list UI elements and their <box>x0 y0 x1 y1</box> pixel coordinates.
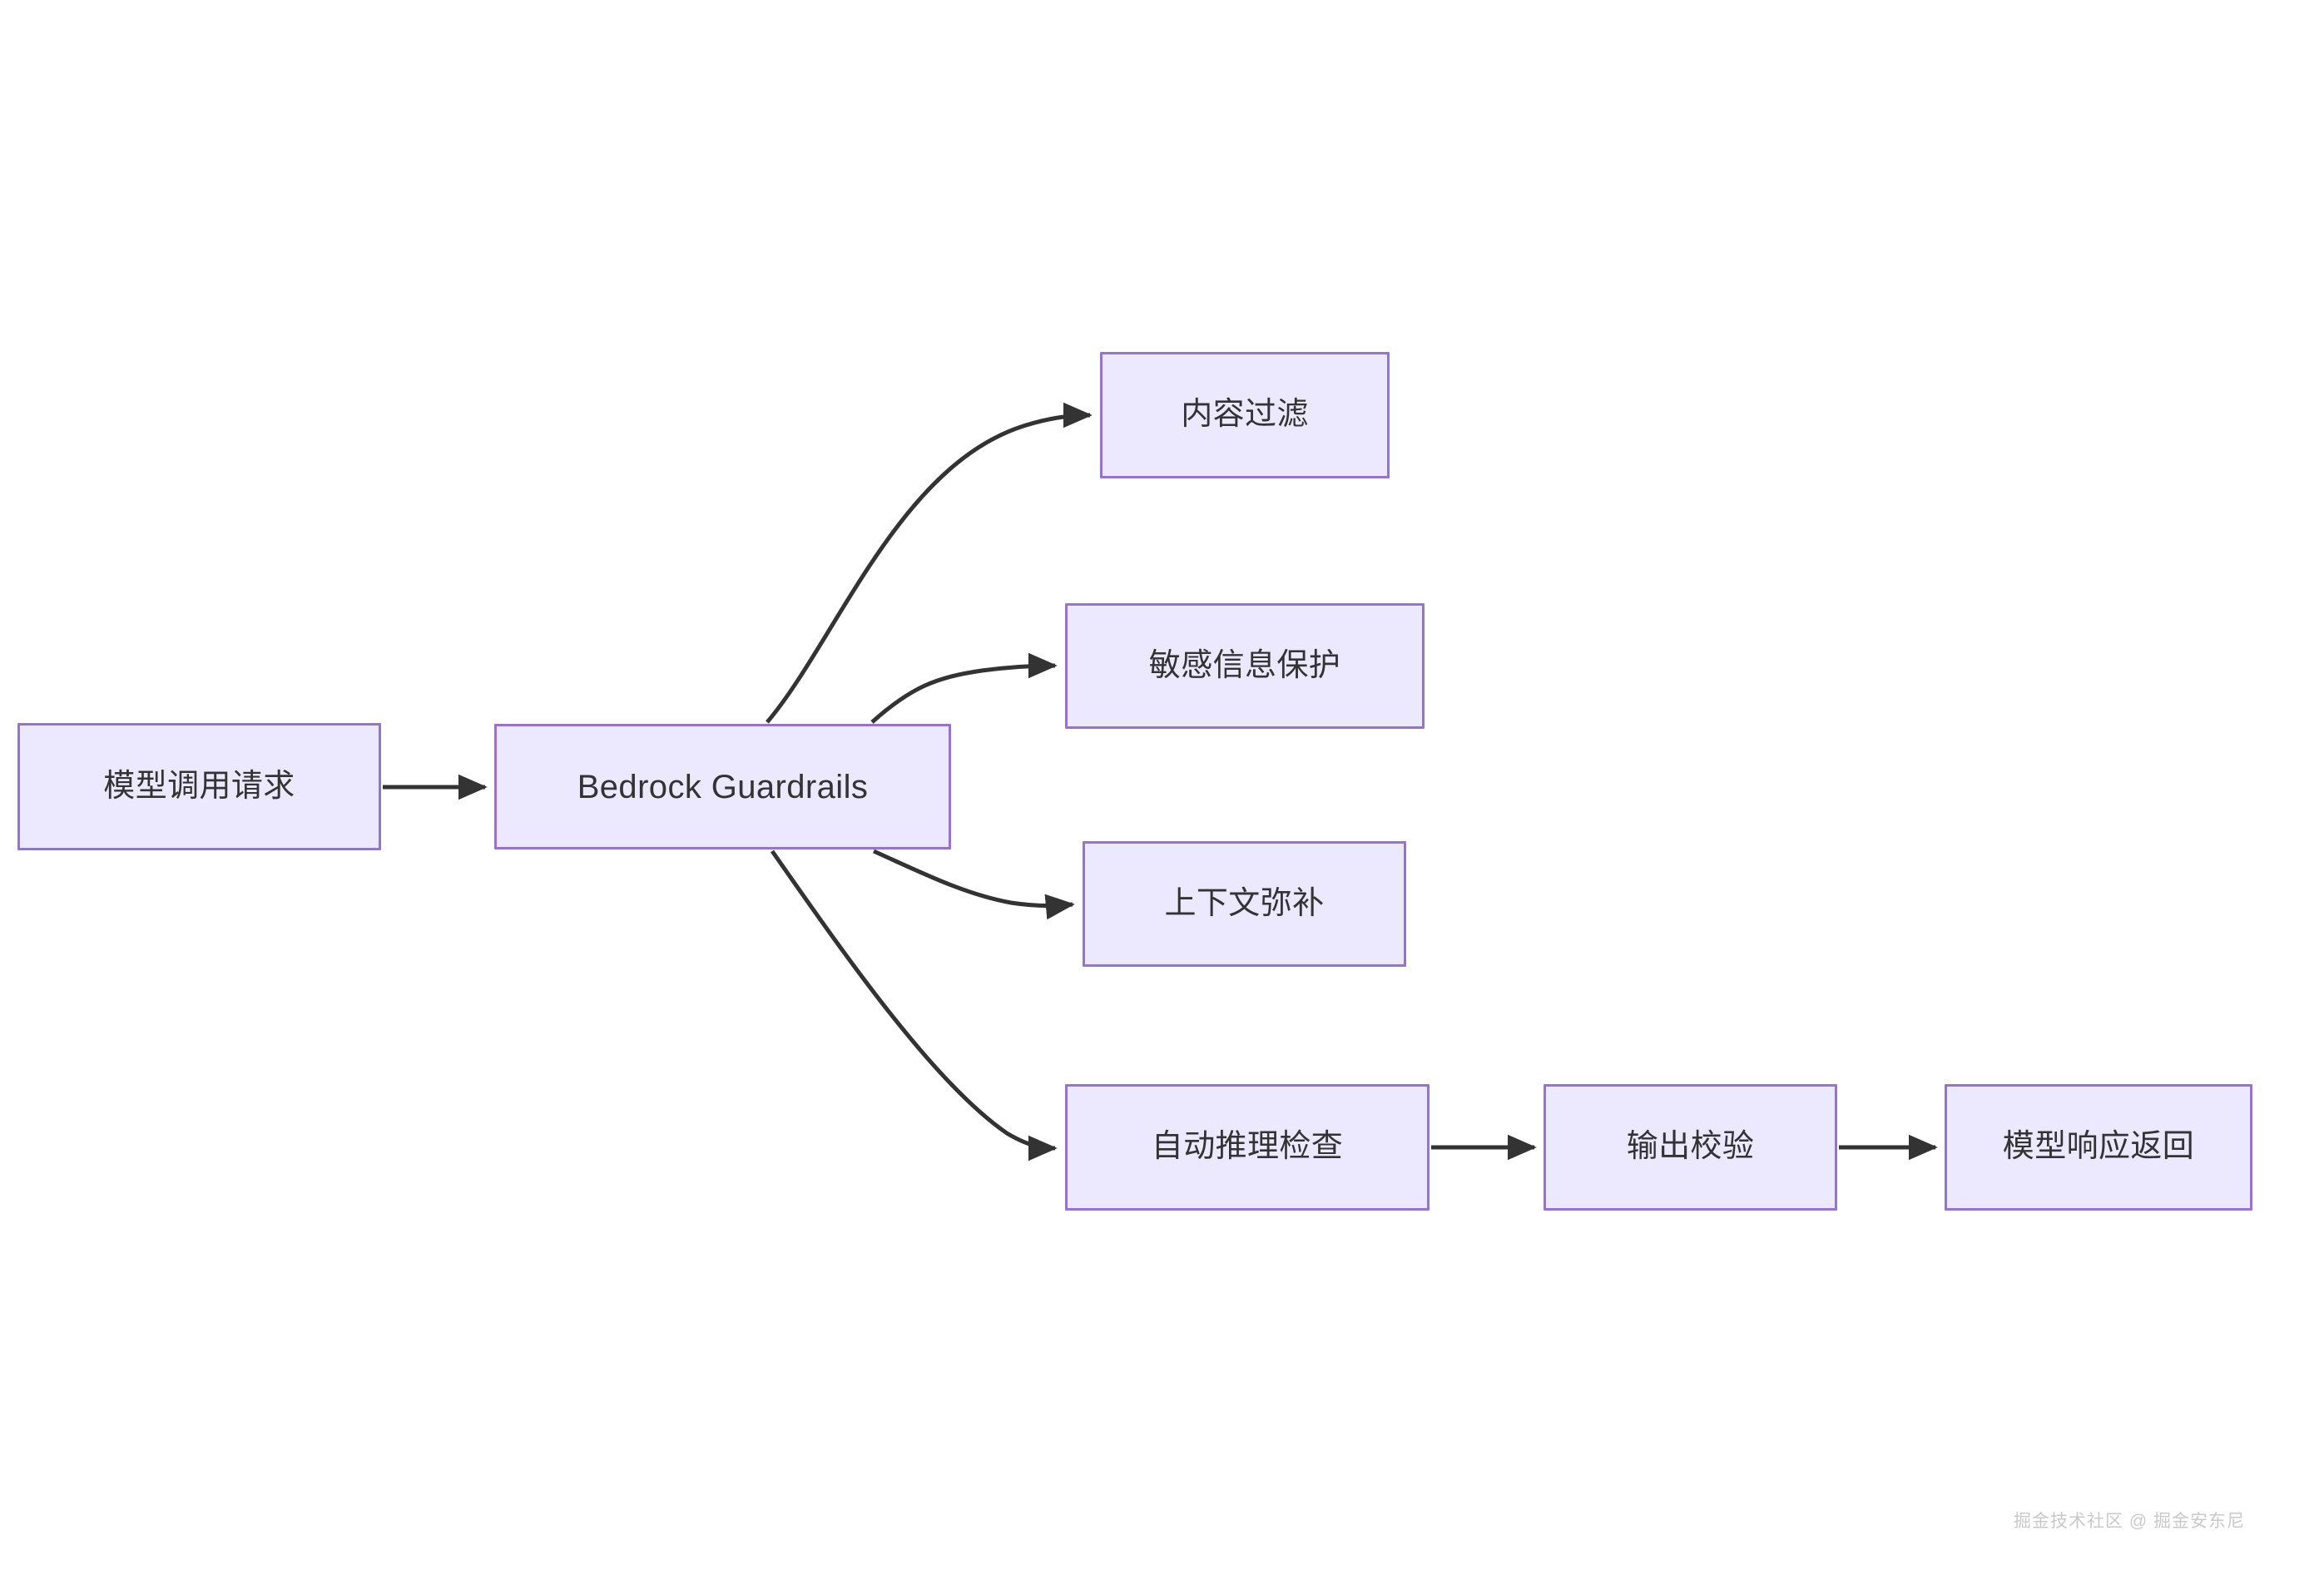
node-label: 模型调用请求 <box>103 768 295 804</box>
edge-guardrails-to-auto-reasoning <box>770 849 1058 1161</box>
node-label: 上下文弥补 <box>1164 885 1325 921</box>
watermark-credit: 掘金技术社区 @ 掘金安东尼 <box>2014 1512 2245 1531</box>
edge-guardrails-to-content-filter <box>766 402 1093 724</box>
node-content-filter[interactable]: 内容过滤 <box>1100 352 1390 478</box>
node-label: 敏感信息保护 <box>1148 647 1341 683</box>
node-output-validation[interactable]: 输出校验 <box>1544 1084 1837 1211</box>
node-label: Bedrock Guardrails <box>577 768 869 805</box>
node-label: 输出校验 <box>1626 1129 1755 1165</box>
node-model-invocation-request[interactable]: 模型调用请求 <box>17 723 381 850</box>
node-context-grounding[interactable]: 上下文弥补 <box>1083 841 1406 967</box>
node-label: 自动推理检查 <box>1151 1129 1344 1165</box>
node-model-response-return[interactable]: 模型响应返回 <box>1945 1084 2252 1211</box>
node-label: 模型响应返回 <box>2002 1129 2195 1165</box>
node-automated-reasoning-check[interactable]: 自动推理检查 <box>1065 1084 1430 1211</box>
node-bedrock-guardrails[interactable]: Bedrock Guardrails <box>494 724 951 849</box>
node-label: 内容过滤 <box>1181 397 1309 433</box>
edge-guardrails-to-sensitive-info <box>870 652 1058 724</box>
edge-guardrails-to-context-grounding <box>872 849 1075 920</box>
node-sensitive-information-protection[interactable]: 敏感信息保护 <box>1065 603 1425 729</box>
